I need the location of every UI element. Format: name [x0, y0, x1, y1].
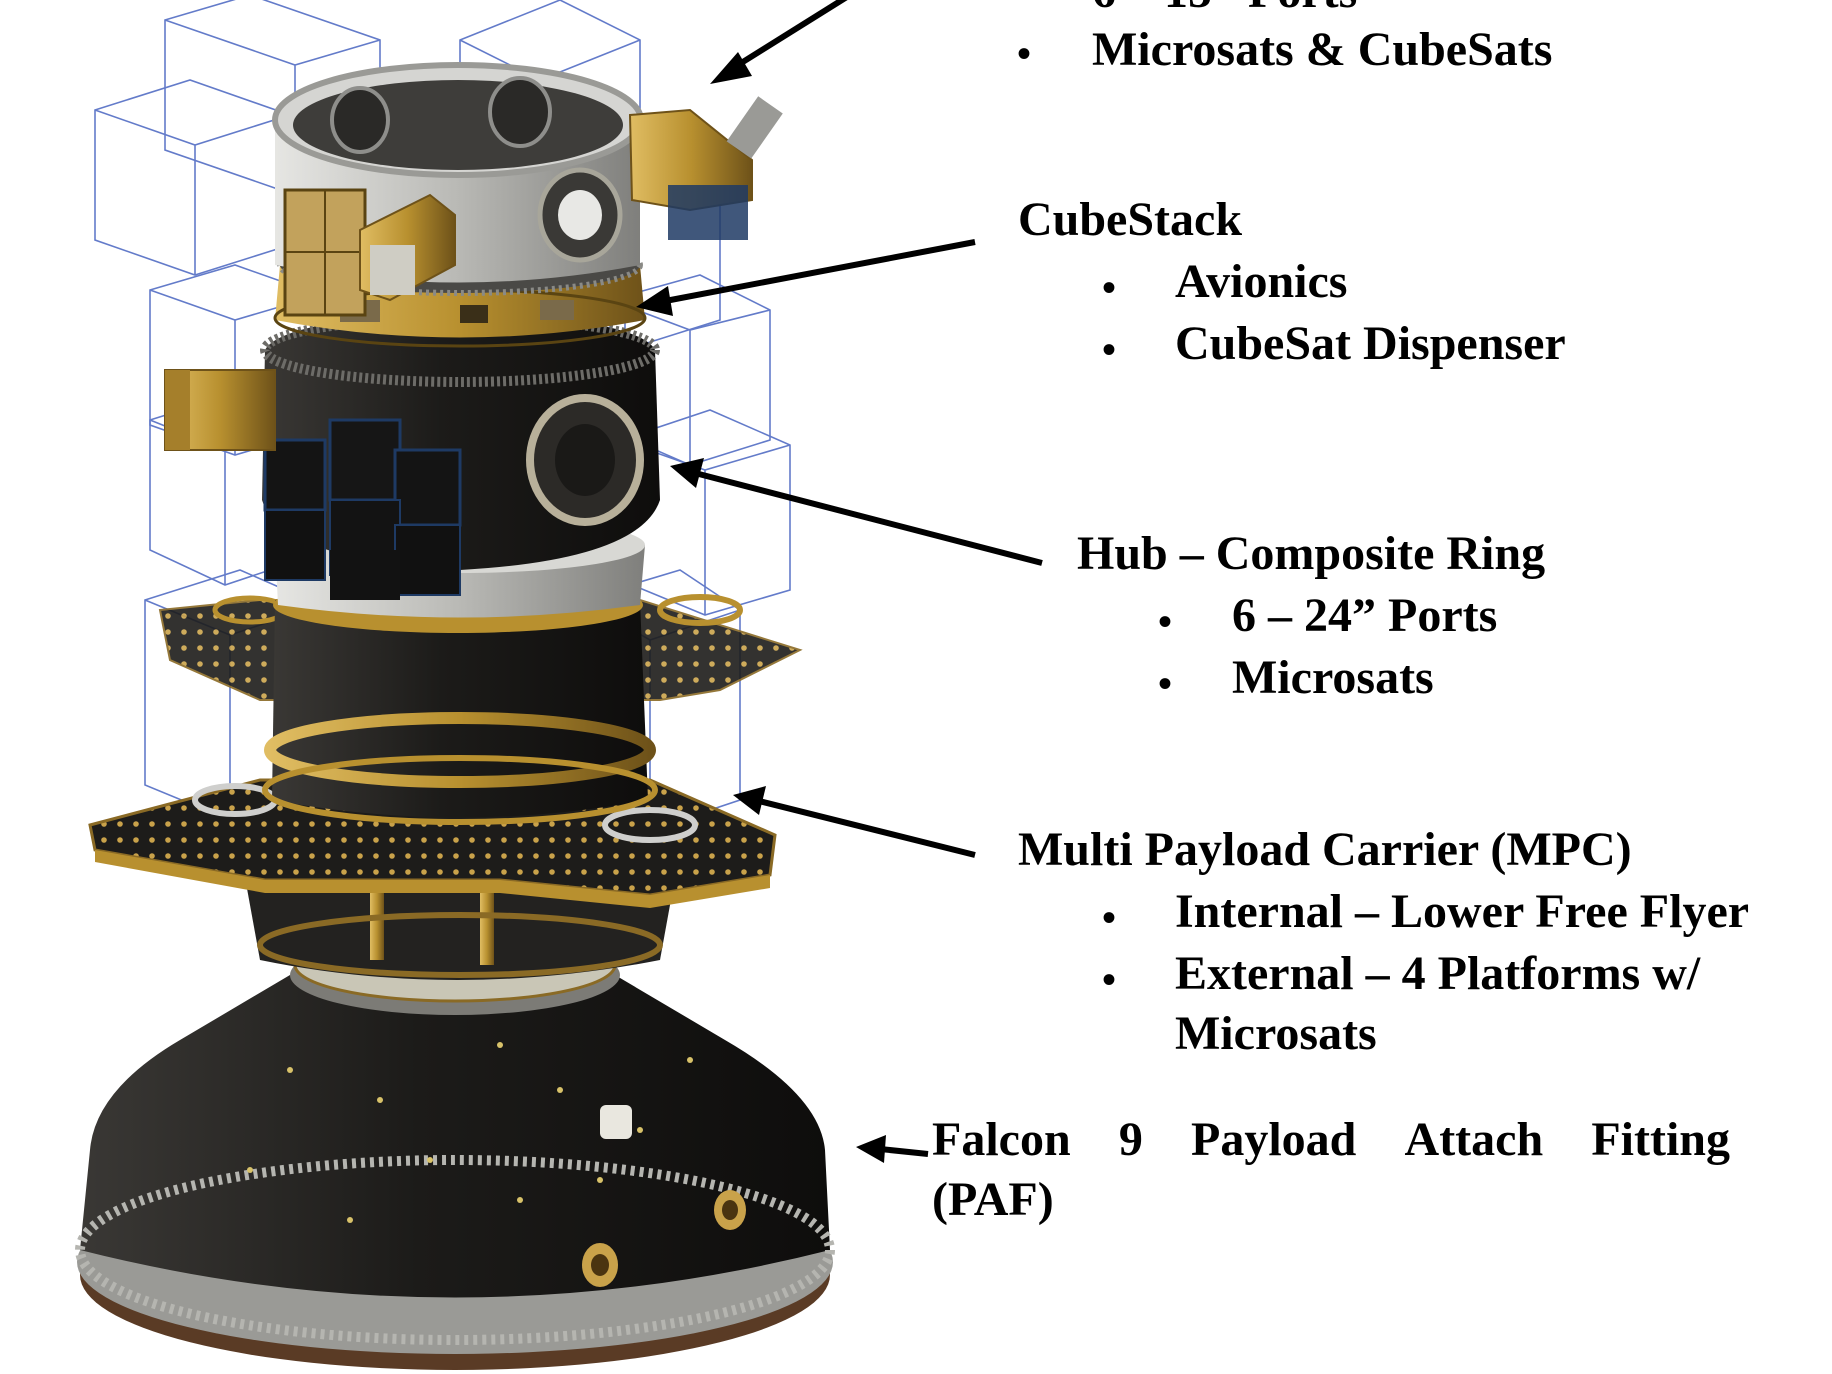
hub-title: Hub – Composite Ring	[1077, 527, 1546, 580]
arrow-hub	[670, 458, 1043, 566]
cubestack-title: CubeStack	[1018, 193, 1243, 246]
paf-word: 9	[1118, 1113, 1143, 1166]
bullet-dot: •	[1102, 327, 1117, 372]
arrow-paf	[856, 1135, 929, 1163]
paf-word: Attach	[1404, 1113, 1544, 1166]
paf-word: Fitting	[1591, 1113, 1730, 1166]
top-silver-ring	[272, 62, 644, 283]
arrow-mpc	[733, 786, 976, 858]
bullet-dot: •	[1102, 895, 1117, 940]
leader-arrows	[636, 0, 1043, 1163]
cube-payloads	[164, 369, 462, 600]
bullet-dot: •	[1102, 957, 1117, 1002]
hub-bullet-microsats: Microsats	[1232, 651, 1434, 704]
bullet-dot: •	[1017, 31, 1032, 76]
paf-title: Falcon 9 Payload Attach Fitting (PAF)	[932, 1110, 1730, 1230]
paf-cone	[75, 927, 835, 1370]
bullet-dot: •	[1102, 265, 1117, 310]
paf-word: Falcon	[932, 1113, 1071, 1166]
mpc-bullet-internal: Internal – Lower Free Flyer	[1175, 885, 1750, 938]
mpc-title: Multi Payload Carrier (MPC)	[1018, 823, 1632, 876]
mpc-bullet-external: External – 4 Platforms w/	[1175, 947, 1701, 1000]
cubestack-bullet-dispenser: CubeSat Dispenser	[1175, 317, 1566, 370]
mpc-bullet-external-cont: Microsats	[1175, 1007, 1377, 1060]
arrow-top	[710, 0, 848, 84]
bullet-dot: •	[1158, 599, 1173, 644]
bullet-dot: •	[1158, 661, 1173, 706]
hub-bullet-ports: 6 – 24” Ports	[1232, 589, 1498, 642]
paf-word: Payload	[1191, 1113, 1357, 1166]
cubesat-dispensers	[283, 96, 783, 317]
top-partial-bullet-1: 6 – 15” Ports	[1092, 0, 1357, 22]
cubestack-bullet-avionics: Avionics	[1175, 255, 1348, 308]
top-partial-bullet-2: Microsats & CubeSats	[1092, 23, 1553, 76]
paf-subtitle: (PAF)	[932, 1173, 1054, 1226]
arrow-cubestack	[636, 239, 976, 316]
